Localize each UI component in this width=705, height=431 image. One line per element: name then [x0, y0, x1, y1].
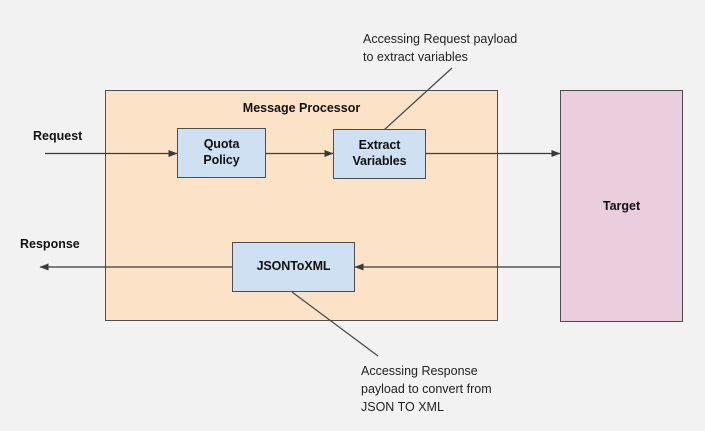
quota-policy-label: Quota Policy — [203, 137, 239, 168]
quota-policy-label-line1: Quota — [203, 137, 240, 152]
jsontoxml-box[interactable]: JSONToXML — [232, 242, 355, 292]
extract-variables-label-line2: Variables — [352, 154, 407, 168]
request-label: Request — [33, 129, 83, 143]
response-annotation-text: Accessing Response payload to convert fr… — [361, 364, 492, 414]
jsontoxml-label: JSONToXML — [256, 259, 331, 274]
target-box: Target — [560, 90, 683, 322]
extract-variables-label-line1: Extract — [358, 138, 401, 153]
response-label: Response — [20, 237, 80, 251]
extract-variables-box[interactable]: Extract Variables — [333, 129, 426, 179]
extract-variables-label: Extract Variables — [352, 138, 406, 169]
quota-policy-label-line2: Policy — [203, 153, 240, 167]
target-label: Target — [602, 199, 641, 213]
message-processor-title: Message Processor — [242, 101, 361, 115]
quota-policy-box[interactable]: Quota Policy — [177, 128, 266, 178]
request-annotation-text: Accessing Request payload to extract var… — [363, 32, 518, 64]
